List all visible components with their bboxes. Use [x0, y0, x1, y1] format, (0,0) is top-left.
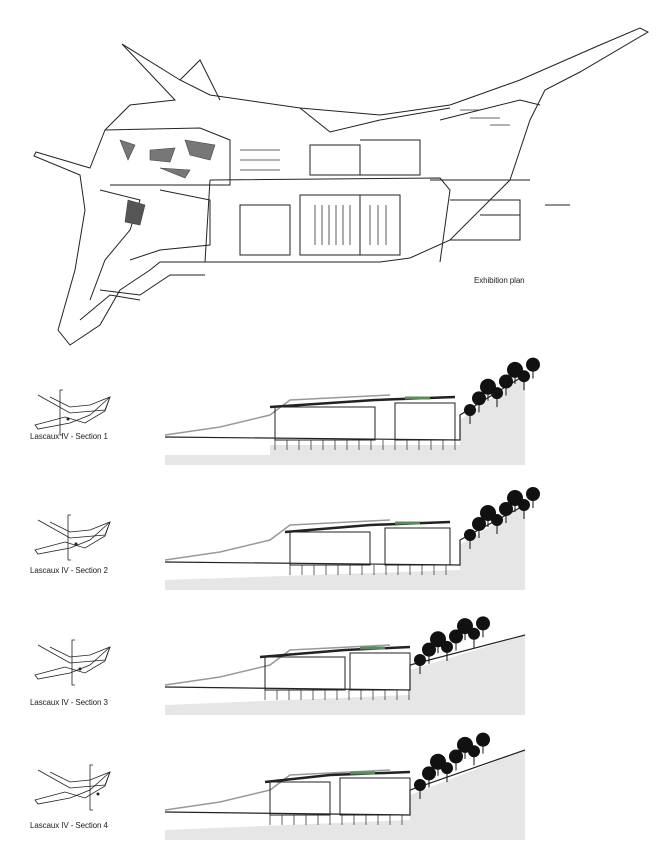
section-drawing-4 — [164, 732, 526, 840]
section-2-label: Lascaux IV - Section 2 — [30, 566, 108, 575]
section-3-label: Lascaux IV - Section 3 — [30, 698, 108, 707]
section-key-map-1 — [34, 389, 111, 436]
section-4-label: Lascaux IV - Section 4 — [30, 821, 108, 830]
section-drawing-3 — [164, 616, 526, 715]
exhibition-plan-label: Exhibition plan — [474, 276, 525, 285]
section-key-map-4 — [34, 764, 111, 811]
section-drawing-1 — [164, 357, 540, 465]
section-1-label: Lascaux IV - Section 1 — [30, 432, 108, 441]
exhibition-plan-drawing — [33, 27, 650, 346]
section-key-map-3 — [34, 639, 111, 686]
section-drawing-2 — [164, 487, 540, 590]
section-key-map-2 — [34, 514, 111, 561]
